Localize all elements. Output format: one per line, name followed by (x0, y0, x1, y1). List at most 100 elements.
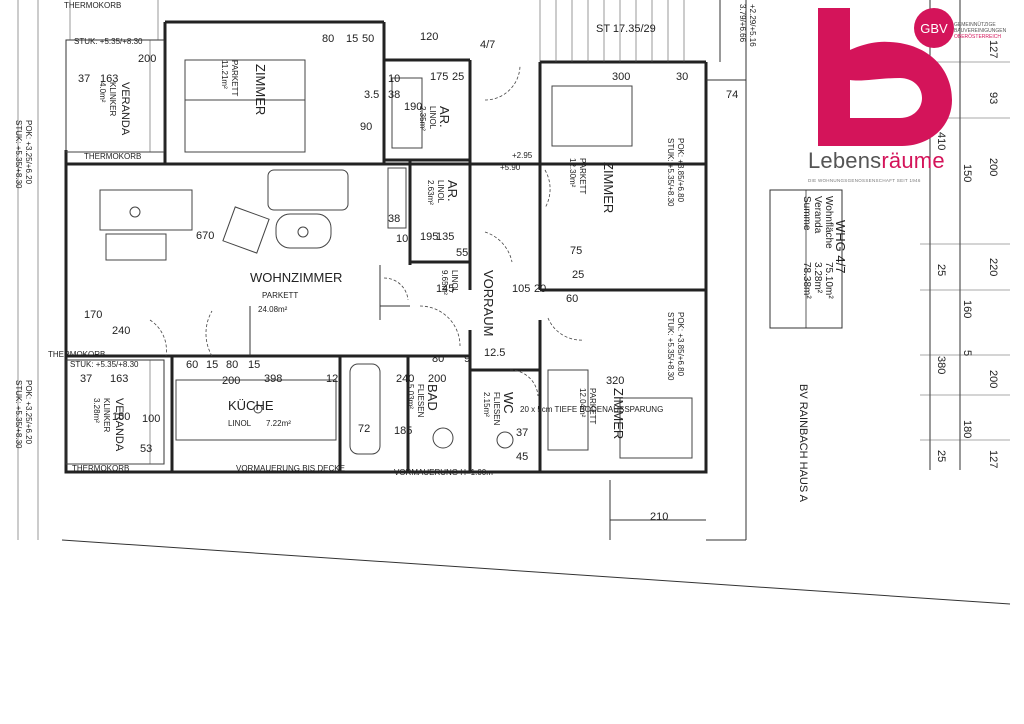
dim-label: 410 (935, 132, 947, 150)
thermokorb-label: THERMOKORB (48, 350, 105, 359)
dim-label: 25 (935, 264, 947, 276)
room-area-wohnzimmer: 24.08m² (258, 305, 288, 314)
dim-label: 185 (394, 425, 412, 437)
dim-label: 20 (534, 283, 546, 295)
dim-label: 200 (222, 375, 240, 387)
room-area-wc: 2.15m² (482, 392, 491, 417)
room-area-kueche: 7.22m² (266, 419, 291, 428)
room-area-zimmer-top-left: 11.21m² (220, 60, 229, 89)
lebensraeume-logo: GBV GEMEINNÜTZIGE BAUVEREINIGUNGEN OBERÖ… (806, 0, 1020, 190)
dim-label: 25 (572, 269, 584, 281)
veranda-bottom (65, 359, 165, 465)
dim-label: 200 (428, 373, 446, 385)
dim-label: 10 (388, 73, 400, 85)
stuk-level-left: STUK: +5.35/+8.30 (14, 120, 23, 189)
room-area-vorraum: 9.65m² (440, 270, 449, 295)
thermokorb-label: THERMOKORB (72, 464, 129, 473)
room-area-ar2: 2.63m² (426, 180, 435, 205)
logo-mini-line: BAUVEREINIGUNGEN (954, 28, 1007, 34)
logo-mini-text: GEMEINNÜTZIGE BAUVEREINIGUNGEN OBERÖSTER… (954, 22, 1006, 40)
stuk-level-left-bottom: STUK: +5.35/+8.30 (14, 380, 23, 449)
dim-label: 398 (264, 373, 282, 385)
room-name-wc: WC (501, 392, 516, 414)
dim-label: 45 (516, 451, 528, 463)
logo-word-main: Lebens (808, 148, 882, 173)
pok-level-right: POK: +3.85/+6.80 (676, 138, 685, 203)
plan-notes: THERMOKORB THERMOKORB THERMOKORB THERMOK… (14, 1, 757, 477)
dim-label: 12 (326, 373, 338, 385)
stuk-level-right: STUK: +5.35/+8.30 (666, 138, 675, 207)
dim-label: 175 (430, 71, 448, 83)
room-name-bad: BAD (425, 384, 440, 411)
dim-label: 163 (100, 73, 118, 85)
dim-label: 3.5 (364, 89, 379, 101)
project-label: BV RAINBACH HAUS A (797, 384, 809, 503)
pok-level-room: POK: +3.85/+6.80 (676, 312, 685, 377)
area-row-label: Wohnfläche (823, 196, 834, 249)
dim-label: 163 (110, 373, 128, 385)
level-r1: +2.95 (512, 151, 533, 160)
dim-label: 25 (935, 450, 947, 462)
dim-label: 150 (112, 411, 130, 423)
dim-label: 120 (420, 31, 438, 43)
dim-label: 38 (388, 213, 400, 225)
dim-label: 15 (346, 33, 358, 45)
room-area-zimmer-right-top: 12.30m² (568, 158, 577, 188)
furniture (99, 59, 693, 459)
dim-label: 90 (360, 121, 372, 133)
logo-mini-line: OBERÖSTERREICH (954, 34, 1001, 40)
dim-label: 80 (322, 33, 334, 45)
dimension-labels: 80 15 50 175 25 120 300 30 74 37 163 37 … (78, 31, 999, 523)
dim-label: 10 (396, 233, 408, 245)
dim-label: 53 (140, 443, 152, 455)
room-area-ar1: 2.35m² (418, 106, 427, 131)
dim-label: 25 (452, 71, 464, 83)
level-r2: +5.90 (500, 163, 521, 172)
dim-label: 9 (464, 353, 470, 365)
interior-walls (66, 58, 706, 472)
pok-level-left-bottom: POK: +3.25/+6.20 (24, 380, 33, 445)
room-labels: WOHNZIMMER PARKETT 24.08m² KÜCHE LINOL 7… (92, 60, 626, 452)
dim-label: 240 (396, 373, 414, 385)
room-name-veranda-top: VERANDA (119, 82, 131, 136)
dim-label: 37 (80, 373, 92, 385)
stuk-level-top: STUK: +5.35/+8.30 (74, 37, 143, 46)
dim-label: 190 (404, 101, 422, 113)
cut-line (61, 539, 1011, 605)
vormauerung-decke-note: VORMAUERUNG BIS DECKE (236, 464, 345, 473)
pok-level-left: POK: +3.25/+6.20 (24, 120, 33, 185)
room-name-zimmer-right-bottom: ZIMMER (611, 388, 626, 439)
area-row-label: Veranda (812, 196, 823, 234)
dim-label: 210 (650, 511, 668, 523)
dim-label: 300 (612, 71, 630, 83)
stair-label: ST 17.35/29 (596, 23, 656, 35)
dim-label: 105 (512, 283, 530, 295)
dim-label: 80 (226, 359, 238, 371)
room-name-ar2: AR. (445, 180, 460, 202)
dim-label: 200 (987, 370, 999, 388)
dim-label: 220 (987, 258, 999, 276)
unit-label: 4/7 (480, 39, 495, 51)
dim-label: 670 (196, 230, 214, 242)
dim-label: 37 (78, 73, 90, 85)
room-floor-ar2: LINOL (436, 180, 445, 204)
level-top-right-1: +2.29/+5.16 (748, 4, 757, 47)
dim-label: 195 (420, 231, 438, 243)
room-name-wohnzimmer: WOHNZIMMER (250, 270, 342, 285)
door-swings (149, 65, 585, 397)
area-row-label: Summe (801, 196, 812, 231)
thermokorb-label: THERMOKORB (84, 152, 141, 161)
dim-label: 37 (516, 427, 528, 439)
room-name-zimmer-top-left: ZIMMER (253, 64, 268, 115)
room-floor-zimmer-top-left: PARKETT (230, 60, 239, 96)
room-name-veranda-bottom: VERANDA (113, 398, 125, 452)
room-name-kueche: KÜCHE (228, 398, 274, 413)
room-floor-bad: FLIESEN (416, 384, 425, 418)
room-floor-zimmer-right-top: PARKETT (578, 158, 587, 194)
level-top-right-2: 3.79/+6.66 (738, 4, 747, 43)
room-floor-wc: FLIESEN (492, 392, 501, 426)
dim-label: 38 (388, 89, 400, 101)
dim-label: 72 (358, 423, 370, 435)
logo-subline: DIE WOHNUNGSGENOSSENSCHAFT SEIT 1946 (808, 178, 921, 183)
room-floor-wohnzimmer: PARKETT (262, 291, 298, 300)
